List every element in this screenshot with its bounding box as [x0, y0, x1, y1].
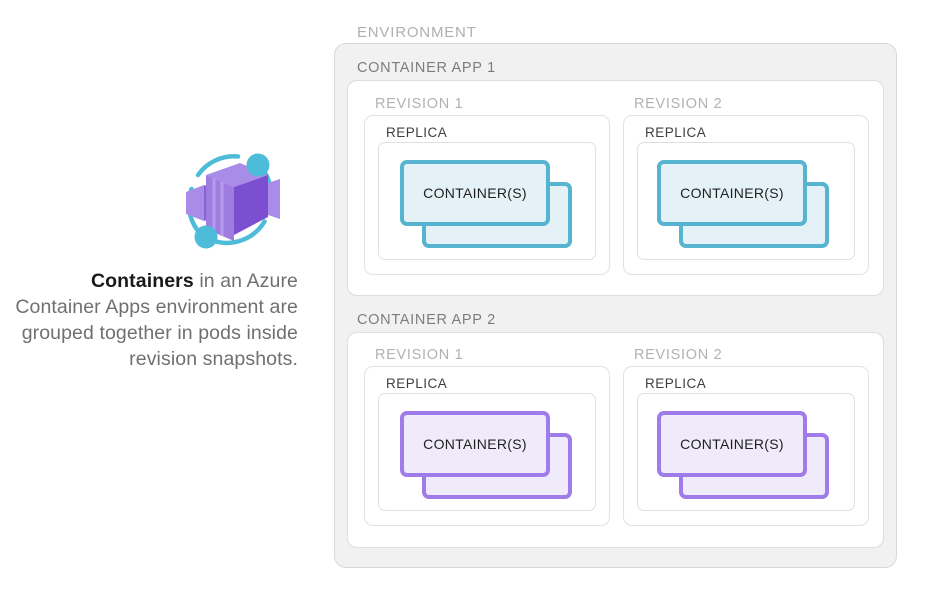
app2-revision-2-container-stack: CONTAINER(S) — [657, 411, 832, 501]
environment-label: ENVIRONMENT — [357, 24, 477, 41]
container-card-front: CONTAINER(S) — [657, 160, 807, 226]
container-card-front: CONTAINER(S) — [400, 411, 550, 477]
caption-text: Containers in an Azure Container Apps en… — [6, 268, 298, 372]
app1-revision-1-label: REVISION 1 — [375, 96, 464, 112]
azure-container-apps-icon — [178, 145, 288, 255]
caption-rest: in an Azure Container Apps environment a… — [15, 270, 298, 370]
app1-revision-1-container-stack: CONTAINER(S) — [400, 160, 575, 250]
app1-revision-2-label: REVISION 2 — [634, 96, 723, 112]
app2-revision-1-replica-label: REPLICA — [386, 376, 448, 391]
app2-revision-1-label: REVISION 1 — [375, 347, 464, 363]
container-card-front: CONTAINER(S) — [400, 160, 550, 226]
app1-revision-1-replica-label: REPLICA — [386, 125, 448, 140]
container-card-label: CONTAINER(S) — [680, 436, 784, 452]
app1-revision-2-replica-label: REPLICA — [645, 125, 707, 140]
container-card-front: CONTAINER(S) — [657, 411, 807, 477]
app2-revision-1-container-stack: CONTAINER(S) — [400, 411, 575, 501]
app2-revision-2-label: REVISION 2 — [634, 347, 723, 363]
container-card-label: CONTAINER(S) — [423, 185, 527, 201]
container-app-2-label: CONTAINER APP 2 — [357, 312, 496, 328]
caption-column: Containers in an Azure Container Apps en… — [0, 0, 320, 593]
caption-strong: Containers — [90, 270, 194, 292]
container-app-1-label: CONTAINER APP 1 — [357, 60, 496, 76]
container-card-label: CONTAINER(S) — [423, 436, 527, 452]
app2-revision-2-replica-label: REPLICA — [645, 376, 707, 391]
app1-revision-2-container-stack: CONTAINER(S) — [657, 160, 832, 250]
container-card-label: CONTAINER(S) — [680, 185, 784, 201]
